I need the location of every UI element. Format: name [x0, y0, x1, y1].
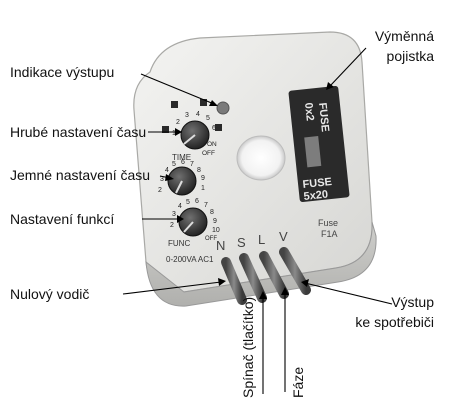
- arrow-nulovy: [218, 278, 226, 286]
- fine-mark-6: 6: [181, 159, 185, 166]
- label-vystup: Výstup: [391, 294, 434, 310]
- label-nulovy-vodic: Nulový vodič: [10, 286, 90, 302]
- coarse-mark-2: 2: [176, 119, 180, 126]
- coarse-mark-3: 3: [185, 112, 189, 119]
- leader-indikace: [140, 73, 215, 105]
- fuse-top-text: FUSE: [316, 102, 331, 132]
- coarse-on-label: ON: [207, 141, 217, 148]
- terminal-v: V: [279, 229, 288, 244]
- terminal-n: N: [216, 238, 225, 253]
- fuse-bottom-text-2: 5x20: [303, 188, 329, 202]
- arrow-vystup: [301, 279, 309, 287]
- leader-vymenna: [329, 47, 367, 87]
- func-label: FUNC: [168, 239, 190, 248]
- arrow-faze: [281, 287, 289, 295]
- coarse-time-dial: [162, 99, 222, 150]
- label-vymenna: Výměnná: [374, 28, 434, 44]
- arrow-spinac: [259, 291, 267, 299]
- coarse-mark-5: 5: [206, 115, 210, 122]
- coarse-off-label: OFF: [202, 150, 215, 157]
- fine-mark-2: 2: [158, 187, 162, 194]
- fuse-side-label-2: F1A: [321, 229, 338, 239]
- wire-n: [221, 257, 247, 305]
- func-mark-9: 9: [213, 218, 217, 225]
- func-mark-3: 3: [172, 211, 176, 218]
- label-pojistka: pojistka: [386, 48, 434, 64]
- time-label: TIME: [172, 153, 191, 162]
- label-hrube-nastaveni: Hrubé nastavení času: [10, 124, 147, 140]
- fine-mark-7: 7: [190, 161, 194, 168]
- label-spinac-tlacitko: Spínač (tlačítko): [240, 296, 256, 398]
- func-off-label: OFF: [205, 236, 217, 242]
- led-indicator: [216, 101, 230, 115]
- label-indikace-vystupu: Indikace výstupu: [10, 64, 115, 80]
- wire-v: [279, 247, 311, 295]
- fuse-side-label-1: Fuse: [318, 218, 338, 228]
- function-dial: [178, 207, 208, 237]
- arrow-heads: [165, 82, 334, 299]
- arrow-hrube: [175, 128, 182, 136]
- coarse-mark-6: 6: [212, 125, 216, 132]
- wire-l: [259, 251, 289, 299]
- fuse-bottom-text-1: FUSE: [302, 176, 332, 191]
- func-mark-8: 8: [210, 209, 214, 216]
- label-nastaveni-funkci: Nastavení funkcí: [10, 211, 115, 227]
- terminal-l: L: [258, 232, 265, 247]
- arrow-funkce: [177, 215, 184, 223]
- fine-time-dial: [167, 166, 197, 196]
- wires: [221, 247, 311, 305]
- func-mark-7: 7: [204, 202, 208, 209]
- func-mark-6: 6: [195, 198, 199, 205]
- center-hole: [236, 135, 286, 181]
- label-faze: Fáze: [290, 366, 306, 398]
- func-mark-2: 2: [170, 222, 174, 229]
- fine-mark-1: 1: [201, 185, 205, 192]
- terminal-s: S: [237, 235, 246, 250]
- func-mark-4: 4: [178, 203, 182, 210]
- coarse-mark-1: 1: [172, 130, 176, 137]
- leader-vystup: [304, 282, 393, 305]
- fine-mark-5: 5: [172, 161, 176, 168]
- label-jemne-nastaveni: Jemné nastavení času: [10, 167, 151, 183]
- leader-lines: [122, 47, 393, 394]
- fine-mark-4: 4: [165, 167, 169, 174]
- wire-s: [239, 253, 267, 303]
- fuse-top-rating: 0x2: [302, 102, 316, 122]
- arrow-indikace: [209, 100, 218, 106]
- arrow-jemne: [165, 174, 174, 181]
- arrow-vymenna: [326, 82, 334, 90]
- func-mark-5: 5: [186, 199, 190, 206]
- label-ke-spotrebici: ke spotřebiči: [355, 314, 434, 330]
- fine-mark-9: 9: [201, 175, 205, 182]
- leader-nulovy: [122, 281, 222, 295]
- func-mark-10: 10: [212, 227, 220, 234]
- fuse-window: [288, 85, 350, 203]
- coarse-mark-4: 4: [196, 111, 200, 118]
- rating-label: 0-200VA AC1: [166, 255, 214, 264]
- fine-mark-8: 8: [197, 167, 201, 174]
- fine-mark-3: 3: [160, 176, 164, 183]
